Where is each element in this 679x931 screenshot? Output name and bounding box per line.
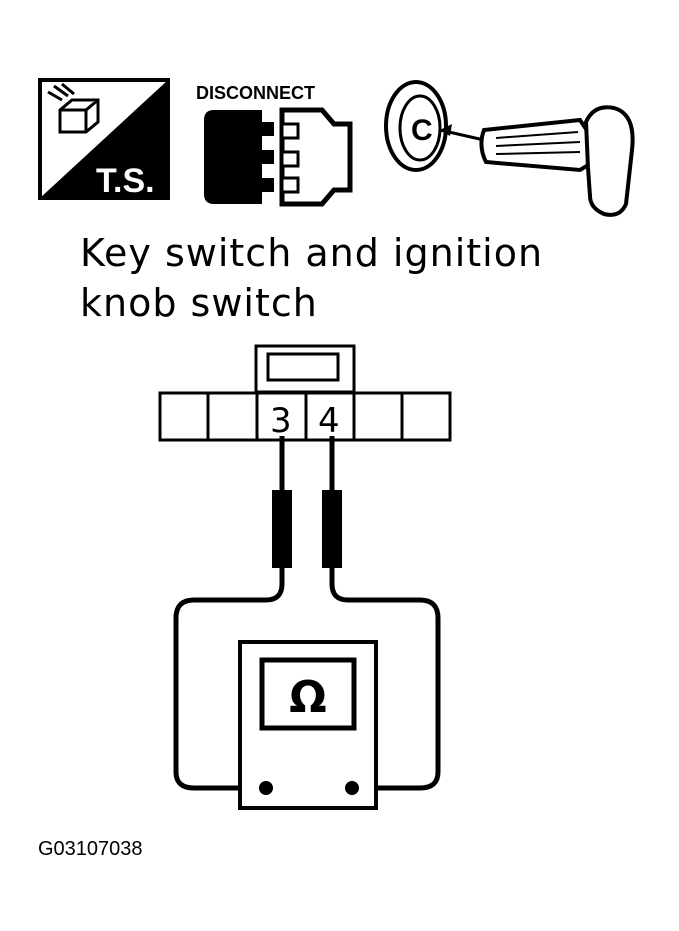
connector: 3 4 <box>158 344 452 442</box>
test-leads <box>173 436 441 791</box>
meter-terminal-left <box>259 781 273 795</box>
caption-line-2: knob switch <box>80 281 318 325</box>
disconnect-label: DISCONNECT <box>196 83 315 103</box>
meter-terminal-right <box>345 781 359 795</box>
ignition-key-icon: C <box>384 80 635 217</box>
figure-code: G03107038 <box>38 838 143 860</box>
ohm-symbol: Ω <box>289 672 326 723</box>
disconnect-icon: DISCONNECT <box>196 83 353 207</box>
ts-label: T.S. <box>96 162 155 200</box>
caption: Key switch and ignition knob switch <box>80 228 640 328</box>
key-emblem-letter: C <box>411 114 433 147</box>
pin-3-label: 3 <box>270 401 292 441</box>
probe-left <box>272 490 292 568</box>
probe-right <box>322 490 342 568</box>
caption-line-1: Key switch and ignition <box>80 231 544 275</box>
trouble-shooting-icon: T.S. <box>38 78 170 200</box>
ohmmeter: Ω <box>238 640 378 810</box>
pin-4-label: 4 <box>318 401 340 441</box>
